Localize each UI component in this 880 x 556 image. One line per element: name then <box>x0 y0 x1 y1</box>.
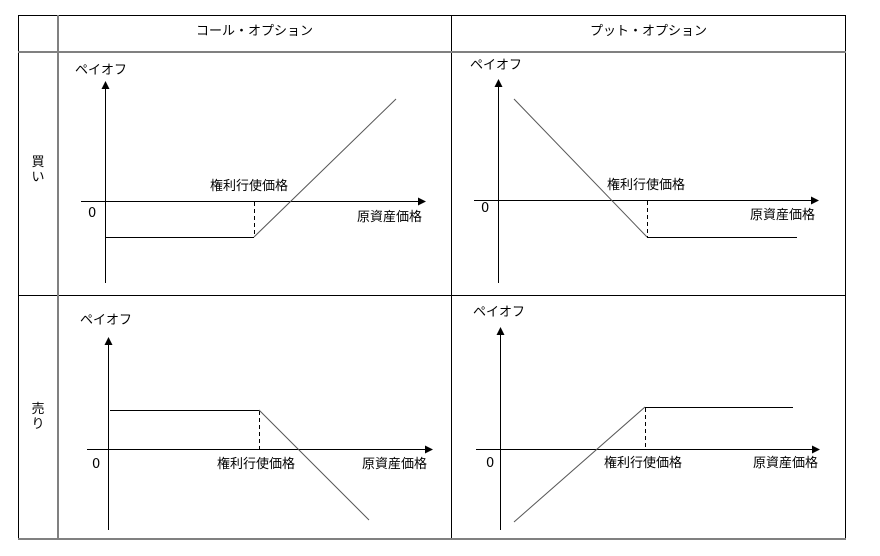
row-label-sell: 売 り <box>30 402 46 432</box>
origin-label: 0 <box>92 457 101 472</box>
chart-put-buy <box>474 79 819 283</box>
row-label-sell-char-1: 売 <box>31 402 45 417</box>
chart-put-sell <box>476 327 820 530</box>
row-label-buy: 買 い <box>30 155 46 185</box>
origin-label: 0 <box>481 201 490 216</box>
row-label-buy-char-2: い <box>31 170 45 185</box>
chart-call-buy <box>81 81 426 283</box>
strike-label: 権利行使価格 <box>210 179 289 194</box>
y-axis-label: ペイオフ <box>473 305 526 320</box>
table-grid <box>18 15 846 539</box>
y-axis-label: ペイオフ <box>75 63 128 78</box>
origin-label: 0 <box>88 206 97 221</box>
y-axis-label: ペイオフ <box>470 58 523 73</box>
strike-label: 権利行使価格 <box>604 456 683 471</box>
row-label-sell-char-2: り <box>31 417 45 432</box>
row-label-buy-char-1: 買 <box>31 155 45 170</box>
x-axis-label: 原資産価格 <box>362 457 428 472</box>
origin-label: 0 <box>486 456 495 471</box>
x-axis-label: 原資産価格 <box>753 456 819 471</box>
chart-call-sell <box>87 337 433 530</box>
strike-label: 権利行使価格 <box>217 457 296 472</box>
column-header-call: コール・オプション <box>195 24 313 39</box>
strike-label: 権利行使価格 <box>607 178 686 193</box>
column-header-put: プット・オプション <box>589 24 707 39</box>
y-axis-label: ペイオフ <box>80 313 133 328</box>
x-axis-label: 原資産価格 <box>357 210 423 225</box>
x-axis-label: 原資産価格 <box>750 208 816 223</box>
